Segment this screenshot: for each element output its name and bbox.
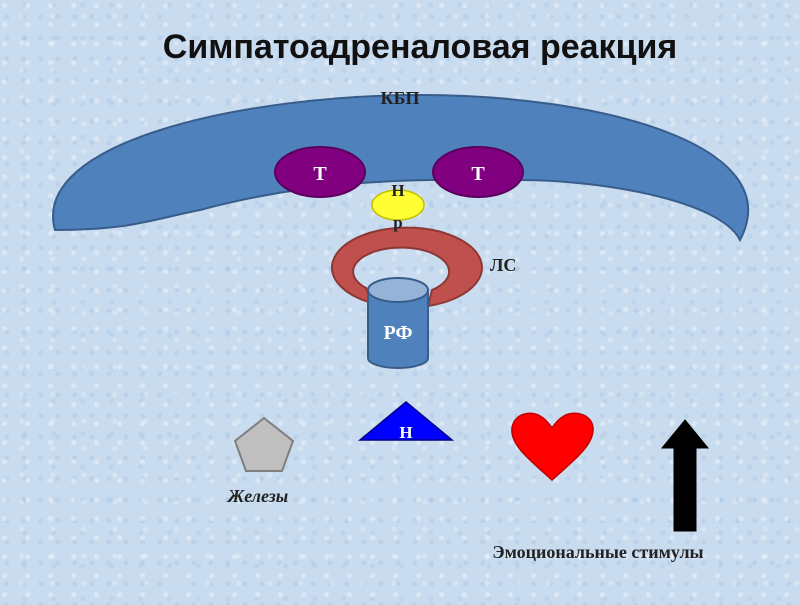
thalamus-left-label: Т [313, 163, 327, 185]
reticular-cylinder-shape [367, 289, 429, 369]
reticular-cylinder-top [367, 277, 429, 303]
heart-icon [511, 412, 594, 482]
pentagon-icon [233, 416, 295, 472]
cortex-arc-shape [52, 93, 749, 243]
hypothalamus-shape [371, 189, 425, 221]
reticular-label: РФ [383, 322, 412, 344]
thalamus-right-shape [432, 146, 524, 198]
triangle-n-label: Н [399, 423, 412, 442]
limbic-label: ЛС [490, 255, 516, 275]
limbic-ring-shape [331, 226, 483, 308]
hypothalamus-label-bottom: р [393, 213, 402, 232]
up-arrow-icon [660, 419, 710, 532]
emotional-stimuli-label: Эмоциональные стимулы [492, 542, 703, 562]
thalamus-right-label: Т [471, 163, 485, 185]
glands-label: Железы [226, 486, 289, 506]
slide-title: Симпатоадреналовая реакция [163, 28, 677, 66]
hypothalamus-label-top: Н [391, 181, 404, 200]
triangle-n-shape [357, 401, 455, 441]
thalamus-left-shape [274, 146, 366, 198]
cortex-label: КБП [381, 88, 420, 108]
